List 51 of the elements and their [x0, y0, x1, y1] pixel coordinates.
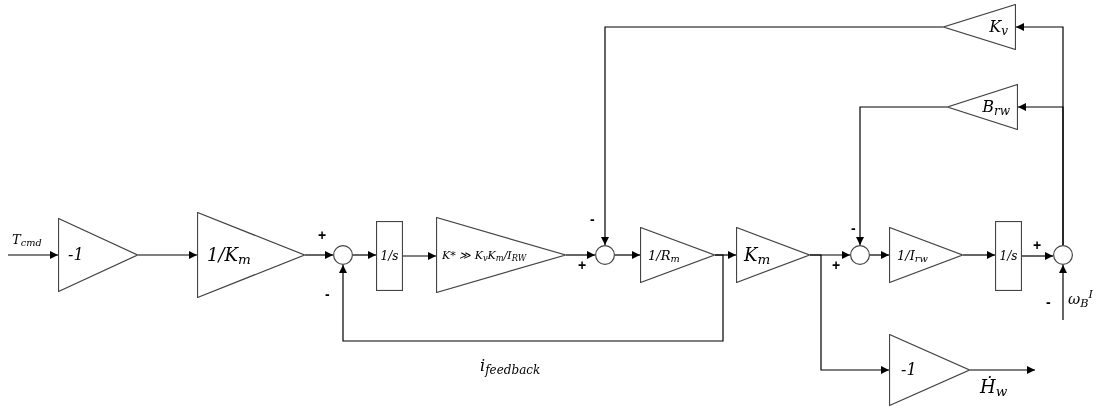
gain-label: -1	[68, 247, 84, 263]
summing-junction	[1053, 245, 1073, 265]
gain-label: 1/R$_{m}$	[648, 248, 680, 262]
arrow	[1021, 252, 1054, 260]
signal-label: T$_{cmd}$	[12, 233, 42, 246]
gain-label: -1	[901, 362, 917, 378]
sign-label: -	[851, 221, 856, 235]
gain-label: 1/I$_{rw}$	[897, 248, 928, 262]
gain-triangle	[889, 334, 970, 406]
arrow	[969, 366, 1036, 374]
gain-triangle	[947, 84, 1018, 130]
gain-triangle	[58, 218, 138, 292]
gain-label: K* ≫ K$_{v}$K$_{m}$/I$_{RW}$	[442, 249, 527, 261]
arrow	[339, 254, 724, 342]
arrow	[7, 251, 59, 259]
sign-label: -	[590, 212, 595, 226]
summing-junction	[333, 245, 353, 265]
gain-label: B$_{rw}$	[982, 99, 1010, 115]
signal-label: Ḣ$_{w}$	[980, 378, 1008, 396]
gain-triangle	[640, 227, 715, 283]
gain-label: 1/K$_{m}$	[207, 246, 251, 264]
gain-triangle	[943, 4, 1016, 50]
integrator-block	[995, 221, 1022, 291]
gain-triangle	[736, 227, 810, 283]
sign-label: +	[1033, 238, 1042, 252]
summing-junction	[850, 245, 870, 265]
arrow	[137, 251, 198, 259]
arrow	[1059, 264, 1067, 321]
arrow	[565, 251, 596, 259]
integrator-block	[376, 221, 403, 291]
arrow	[304, 251, 334, 259]
sign-label: -	[1046, 295, 1051, 309]
arrow	[352, 251, 377, 259]
arrow	[962, 251, 996, 259]
arrow	[809, 254, 890, 374]
arrow	[614, 251, 641, 259]
sign-label: +	[318, 228, 327, 242]
sign-label: +	[832, 258, 841, 272]
gain-triangle	[197, 212, 305, 298]
arrow	[856, 106, 948, 246]
arrow	[601, 26, 944, 246]
gain-label: K$_{m}$	[744, 246, 771, 264]
gain-triangle	[889, 227, 963, 283]
sign-label: -	[325, 287, 330, 301]
gain-triangle	[436, 217, 566, 293]
arrow	[402, 252, 437, 260]
arrow	[869, 251, 890, 259]
sign-label: +	[578, 258, 587, 272]
arrow	[1017, 103, 1064, 246]
gain-label: K$_{v}$	[989, 19, 1008, 35]
summing-junction	[595, 245, 615, 265]
